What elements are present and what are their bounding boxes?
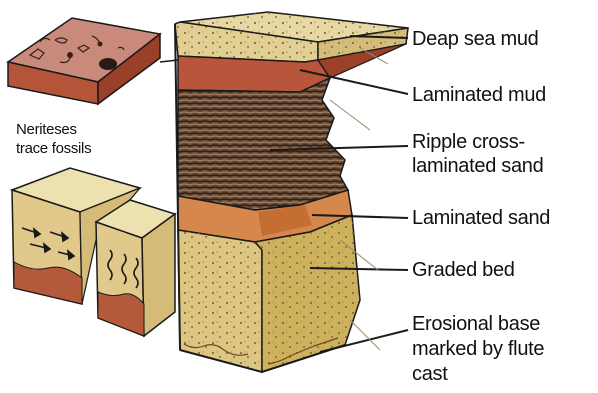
label-ripple-cross-laminated-sand-2: laminated sand xyxy=(412,155,543,177)
fossil-burrow-mark xyxy=(99,58,117,70)
label-ripple-cross-laminated-sand-1: Ripple cross- xyxy=(412,131,525,153)
label-laminated-mud: Laminated mud xyxy=(412,84,546,106)
label-erosional-base-2: marked by flute xyxy=(412,338,544,360)
trace-fossil-block xyxy=(8,18,160,104)
burrow-block-right xyxy=(96,200,175,336)
layer-labels: Deap sea mud Laminated mud Ripple cross-… xyxy=(412,28,550,385)
label-erosional-base-3: cast xyxy=(412,363,448,385)
ripple-cross-laminated-sand-layer xyxy=(178,78,348,210)
sediment-column xyxy=(175,12,408,372)
laminated-mud-layer xyxy=(178,56,330,92)
label-trace-fossils-2: trace fossils xyxy=(16,140,91,157)
label-trace-fossils-1: Neriteses xyxy=(16,121,77,138)
label-laminated-sand: Laminated sand xyxy=(412,207,550,229)
label-deep-sea-mud: Deap sea mud xyxy=(412,28,538,50)
label-graded-bed: Graded bed xyxy=(412,259,515,281)
label-erosional-base-1: Erosional base xyxy=(412,313,540,335)
